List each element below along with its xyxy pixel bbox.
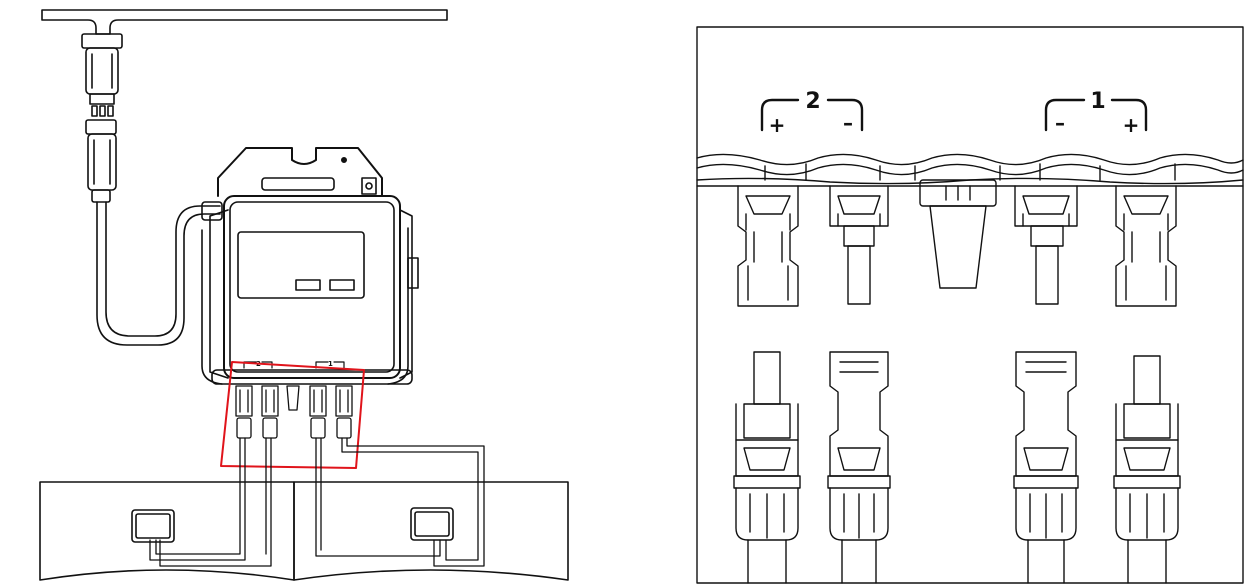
housing-edge xyxy=(696,153,1244,187)
panel-connector-1-plus xyxy=(1113,355,1181,584)
junction-box-left xyxy=(131,509,175,543)
mini-label-group-1: 1 xyxy=(328,360,333,368)
mini-dc-connectors xyxy=(235,385,353,439)
group-1-minus-sign: – xyxy=(1055,111,1065,135)
solar-panels xyxy=(39,481,569,581)
inverter-ground-plug xyxy=(919,179,997,289)
group-1-plus-sign: + xyxy=(1123,113,1140,137)
panel-connector-1-minus xyxy=(1013,351,1079,584)
group-2-number: 2 xyxy=(805,89,820,114)
inverter-connectors xyxy=(737,179,1177,307)
group-1-number: 1 xyxy=(1090,89,1105,114)
group-2-plus-sign: + xyxy=(769,113,786,137)
mini-connector-2-minus xyxy=(261,385,279,439)
highlight-box xyxy=(220,361,365,469)
mini-ground-plug xyxy=(286,385,300,411)
dc-cables xyxy=(149,437,485,567)
group-2-marker: 2 + – xyxy=(760,89,864,137)
group-1-marker: 1 – + xyxy=(1044,89,1148,137)
panel-connector-2-minus xyxy=(827,351,891,584)
inverter-connector-2-minus xyxy=(829,185,889,305)
inverter-connector-2-plus xyxy=(737,185,799,307)
solar-panel-left xyxy=(39,481,295,581)
detail-panel: 2 + – 1 – + xyxy=(696,26,1244,584)
ac-cable xyxy=(96,201,223,346)
ac-connector xyxy=(81,33,123,203)
junction-box-right xyxy=(410,507,454,541)
mini-connector-1-plus xyxy=(335,385,353,439)
microinverter xyxy=(201,147,419,385)
solar-panel-right xyxy=(293,481,569,581)
ac-trunk-cable xyxy=(41,9,448,35)
inverter-connector-1-plus xyxy=(1115,185,1177,307)
overview-panel: 2 1 xyxy=(39,9,569,581)
mini-connector-1-minus xyxy=(309,385,327,439)
mini-connector-2-plus xyxy=(235,385,253,439)
panel-connectors xyxy=(733,351,1181,584)
group-2-minus-sign: – xyxy=(843,111,853,135)
panel-connector-2-plus xyxy=(733,351,801,584)
inverter-connector-1-minus xyxy=(1014,185,1078,305)
